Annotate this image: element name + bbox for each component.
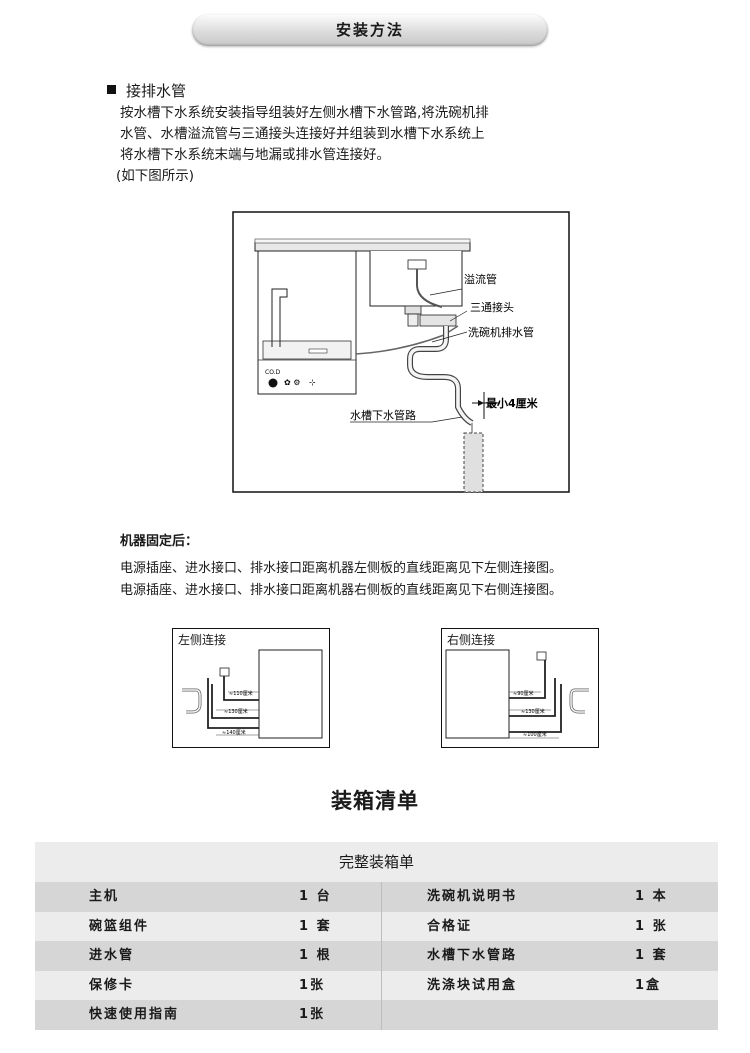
square-bullet-icon xyxy=(107,85,116,94)
item-qty: 1 本 xyxy=(635,889,668,904)
item-name: 碗篮组件 xyxy=(89,918,150,934)
left-diagram-caption: 左侧连接 xyxy=(178,633,227,647)
label-min-gap: 最小4厘米 xyxy=(486,396,539,410)
table-row: 保修卡 1张 洗涤块试用盒 1盒 xyxy=(35,970,718,1001)
instruction-line: 将水槽下水系统末端与地漏或排水管连接好。 xyxy=(120,147,390,163)
left-connection-diagram: ≈110厘米 ≈130厘米 ≈140厘米 左侧连接 xyxy=(172,628,330,748)
drain-installation-diagram: CO.D ✿ ⚙ ⊹ 溢流管 三通接头 洗碗机排水管 最小4厘米 水槽下水管路 xyxy=(232,211,570,493)
fixed-instruction-line: 电源插座、进水接口、排水接口距离机器右侧板的直线距离见下右侧连接图。 xyxy=(120,583,563,598)
table-row: 进水管 1 根 水槽下水管路 1 套 xyxy=(35,941,718,971)
item-qty: 1 根 xyxy=(299,948,332,964)
svg-text:⊹: ⊹ xyxy=(309,378,316,387)
panel-label: CO.D xyxy=(265,369,281,376)
item-qty: 1 张 xyxy=(635,918,668,934)
item-qty: 1 套 xyxy=(299,918,332,934)
item-qty: 1 台 xyxy=(299,889,332,904)
left-dim-label: ≈140厘米 xyxy=(222,729,246,736)
section-title-banner: 安装方法 xyxy=(192,14,548,46)
label-sink-drain: 水槽下水管路 xyxy=(350,408,416,422)
right-connection-diagram: ≈90厘米 ≈130厘米 ≈100厘米 右侧连接 xyxy=(441,628,599,748)
right-dim-label: ≈130厘米 xyxy=(521,708,545,715)
item-name: 水槽下水管路 xyxy=(427,948,518,964)
right-diagram-caption: 右侧连接 xyxy=(447,633,496,647)
item-name: 洗碗机说明书 xyxy=(427,889,518,904)
label-drain-hose: 洗碗机排水管 xyxy=(468,325,534,339)
table-row: 主机 1 台 洗碗机说明书 1 本 xyxy=(35,882,718,912)
instruction-note: (如下图所示) xyxy=(116,168,195,184)
item-name: 保修卡 xyxy=(89,977,135,993)
packing-table-title: 完整装箱单 xyxy=(35,842,718,882)
label-overflow-pipe: 溢流管 xyxy=(464,272,497,286)
item-name: 合格证 xyxy=(427,918,473,934)
instruction-line: 水管、水槽溢流管与三通接头连接好并组装到水槽下水系统上 xyxy=(120,126,485,142)
item-name: 快速使用指南 xyxy=(89,1007,180,1023)
section-title: 安装方法 xyxy=(335,21,404,39)
item-name: 进水管 xyxy=(89,948,135,964)
fixed-instruction-line: 电源插座、进水接口、排水接口距离机器左侧板的直线距离见下左侧连接图。 xyxy=(120,561,563,576)
item-qty: 1盒 xyxy=(635,977,662,993)
svg-text:✿ ⚙: ✿ ⚙ xyxy=(284,378,300,387)
drain-heading-text: 接排水管 xyxy=(126,82,187,100)
item-qty: 1张 xyxy=(299,1007,326,1023)
column-divider xyxy=(381,882,382,1030)
item-qty: 1张 xyxy=(299,977,326,993)
label-tee-joint: 三通接头 xyxy=(470,301,514,314)
instruction-line: 按水槽下水系统安装指导组装好左侧水槽下水管路,将洗碗机排 xyxy=(120,105,489,121)
right-dim-label: ≈90厘米 xyxy=(513,690,534,697)
table-row: 快速使用指南 1张 xyxy=(35,1000,718,1030)
drain-instructions: 按水槽下水系统安装指导组装好左侧水槽下水管路,将洗碗机排 水管、水槽溢流管与三通… xyxy=(116,103,590,187)
drain-heading: 接排水管 xyxy=(107,80,186,101)
item-name: 洗涤块试用盒 xyxy=(427,977,518,993)
left-dim-label: ≈130厘米 xyxy=(224,708,248,715)
item-qty: 1 套 xyxy=(635,948,668,964)
packing-table: 完整装箱单 主机 1 台 洗碗机说明书 1 本 碗篮组件 1 套 合格证 1 张… xyxy=(35,842,718,1030)
table-row: 碗篮组件 1 套 合格证 1 张 xyxy=(35,911,718,942)
fixed-section-title: 机器固定后： xyxy=(120,534,199,549)
left-dim-label: ≈110厘米 xyxy=(229,690,253,697)
right-dim-label: ≈100厘米 xyxy=(523,731,547,738)
packing-list-title: 装箱清单 xyxy=(331,789,419,813)
item-name: 主机 xyxy=(89,889,120,904)
